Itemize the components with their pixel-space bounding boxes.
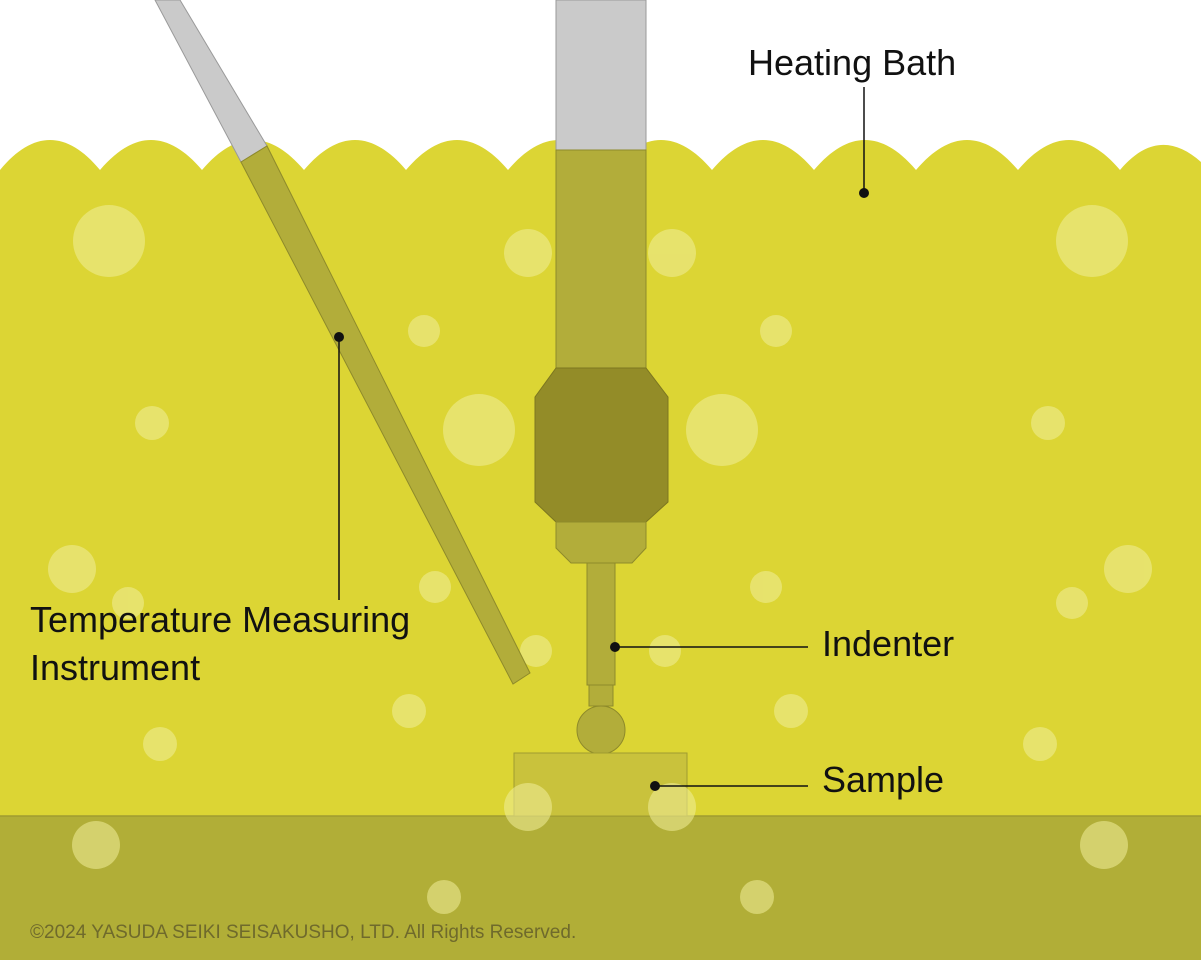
bubble	[48, 545, 96, 593]
leader-dots	[334, 188, 869, 791]
indenter-stem	[586, 562, 616, 686]
bubble	[135, 406, 169, 440]
temperature-dot	[334, 332, 344, 342]
indenter-shaft-above	[555, 0, 647, 151]
bubble	[520, 635, 552, 667]
bubbles	[48, 205, 1152, 914]
heating-bath-label: Heating Bath	[748, 42, 957, 83]
sample-dot	[650, 781, 660, 791]
indenter-neck	[588, 684, 614, 707]
bubble	[504, 229, 552, 277]
indenter-holder	[534, 367, 669, 523]
bubble	[443, 394, 515, 466]
leader-lines	[338, 87, 865, 787]
heating-bath-dot	[859, 188, 869, 198]
bubble	[1031, 406, 1065, 440]
temperature-label-line2: Instrument	[30, 647, 201, 688]
bubble	[72, 821, 120, 869]
bubble	[427, 880, 461, 914]
bubble	[686, 394, 758, 466]
bubble	[1080, 821, 1128, 869]
bubble	[760, 315, 792, 347]
bubble	[1056, 205, 1128, 277]
bubble	[143, 727, 177, 761]
indenter-shaft-submerged	[555, 149, 647, 369]
bath-floor	[0, 816, 1201, 960]
thermometer-rod-submerged	[240, 145, 531, 685]
sample-bubbles	[504, 783, 696, 831]
bubble	[73, 205, 145, 277]
bubble	[774, 694, 808, 728]
indenter-label: Indenter	[822, 623, 955, 664]
bubble	[740, 880, 774, 914]
copyright-notice: ©2024 YASUDA SEIKI SEISAKUSHO, LTD. All …	[30, 922, 577, 943]
bubble	[649, 635, 681, 667]
bubble	[112, 587, 144, 619]
bubble	[648, 229, 696, 277]
bubble	[392, 694, 426, 728]
indenter-collar	[555, 521, 647, 564]
thermometer-rod-above	[154, 0, 268, 163]
temperature-label-line1: Temperature Measuring	[30, 599, 411, 640]
bubble	[750, 571, 782, 603]
indenter-ball	[576, 705, 626, 755]
bubble	[1056, 587, 1088, 619]
indenter-dot	[610, 642, 620, 652]
bubble	[1104, 545, 1152, 593]
sample-label: Sample	[822, 759, 945, 800]
bubble	[408, 315, 440, 347]
bubble	[419, 571, 451, 603]
bubble	[1023, 727, 1057, 761]
